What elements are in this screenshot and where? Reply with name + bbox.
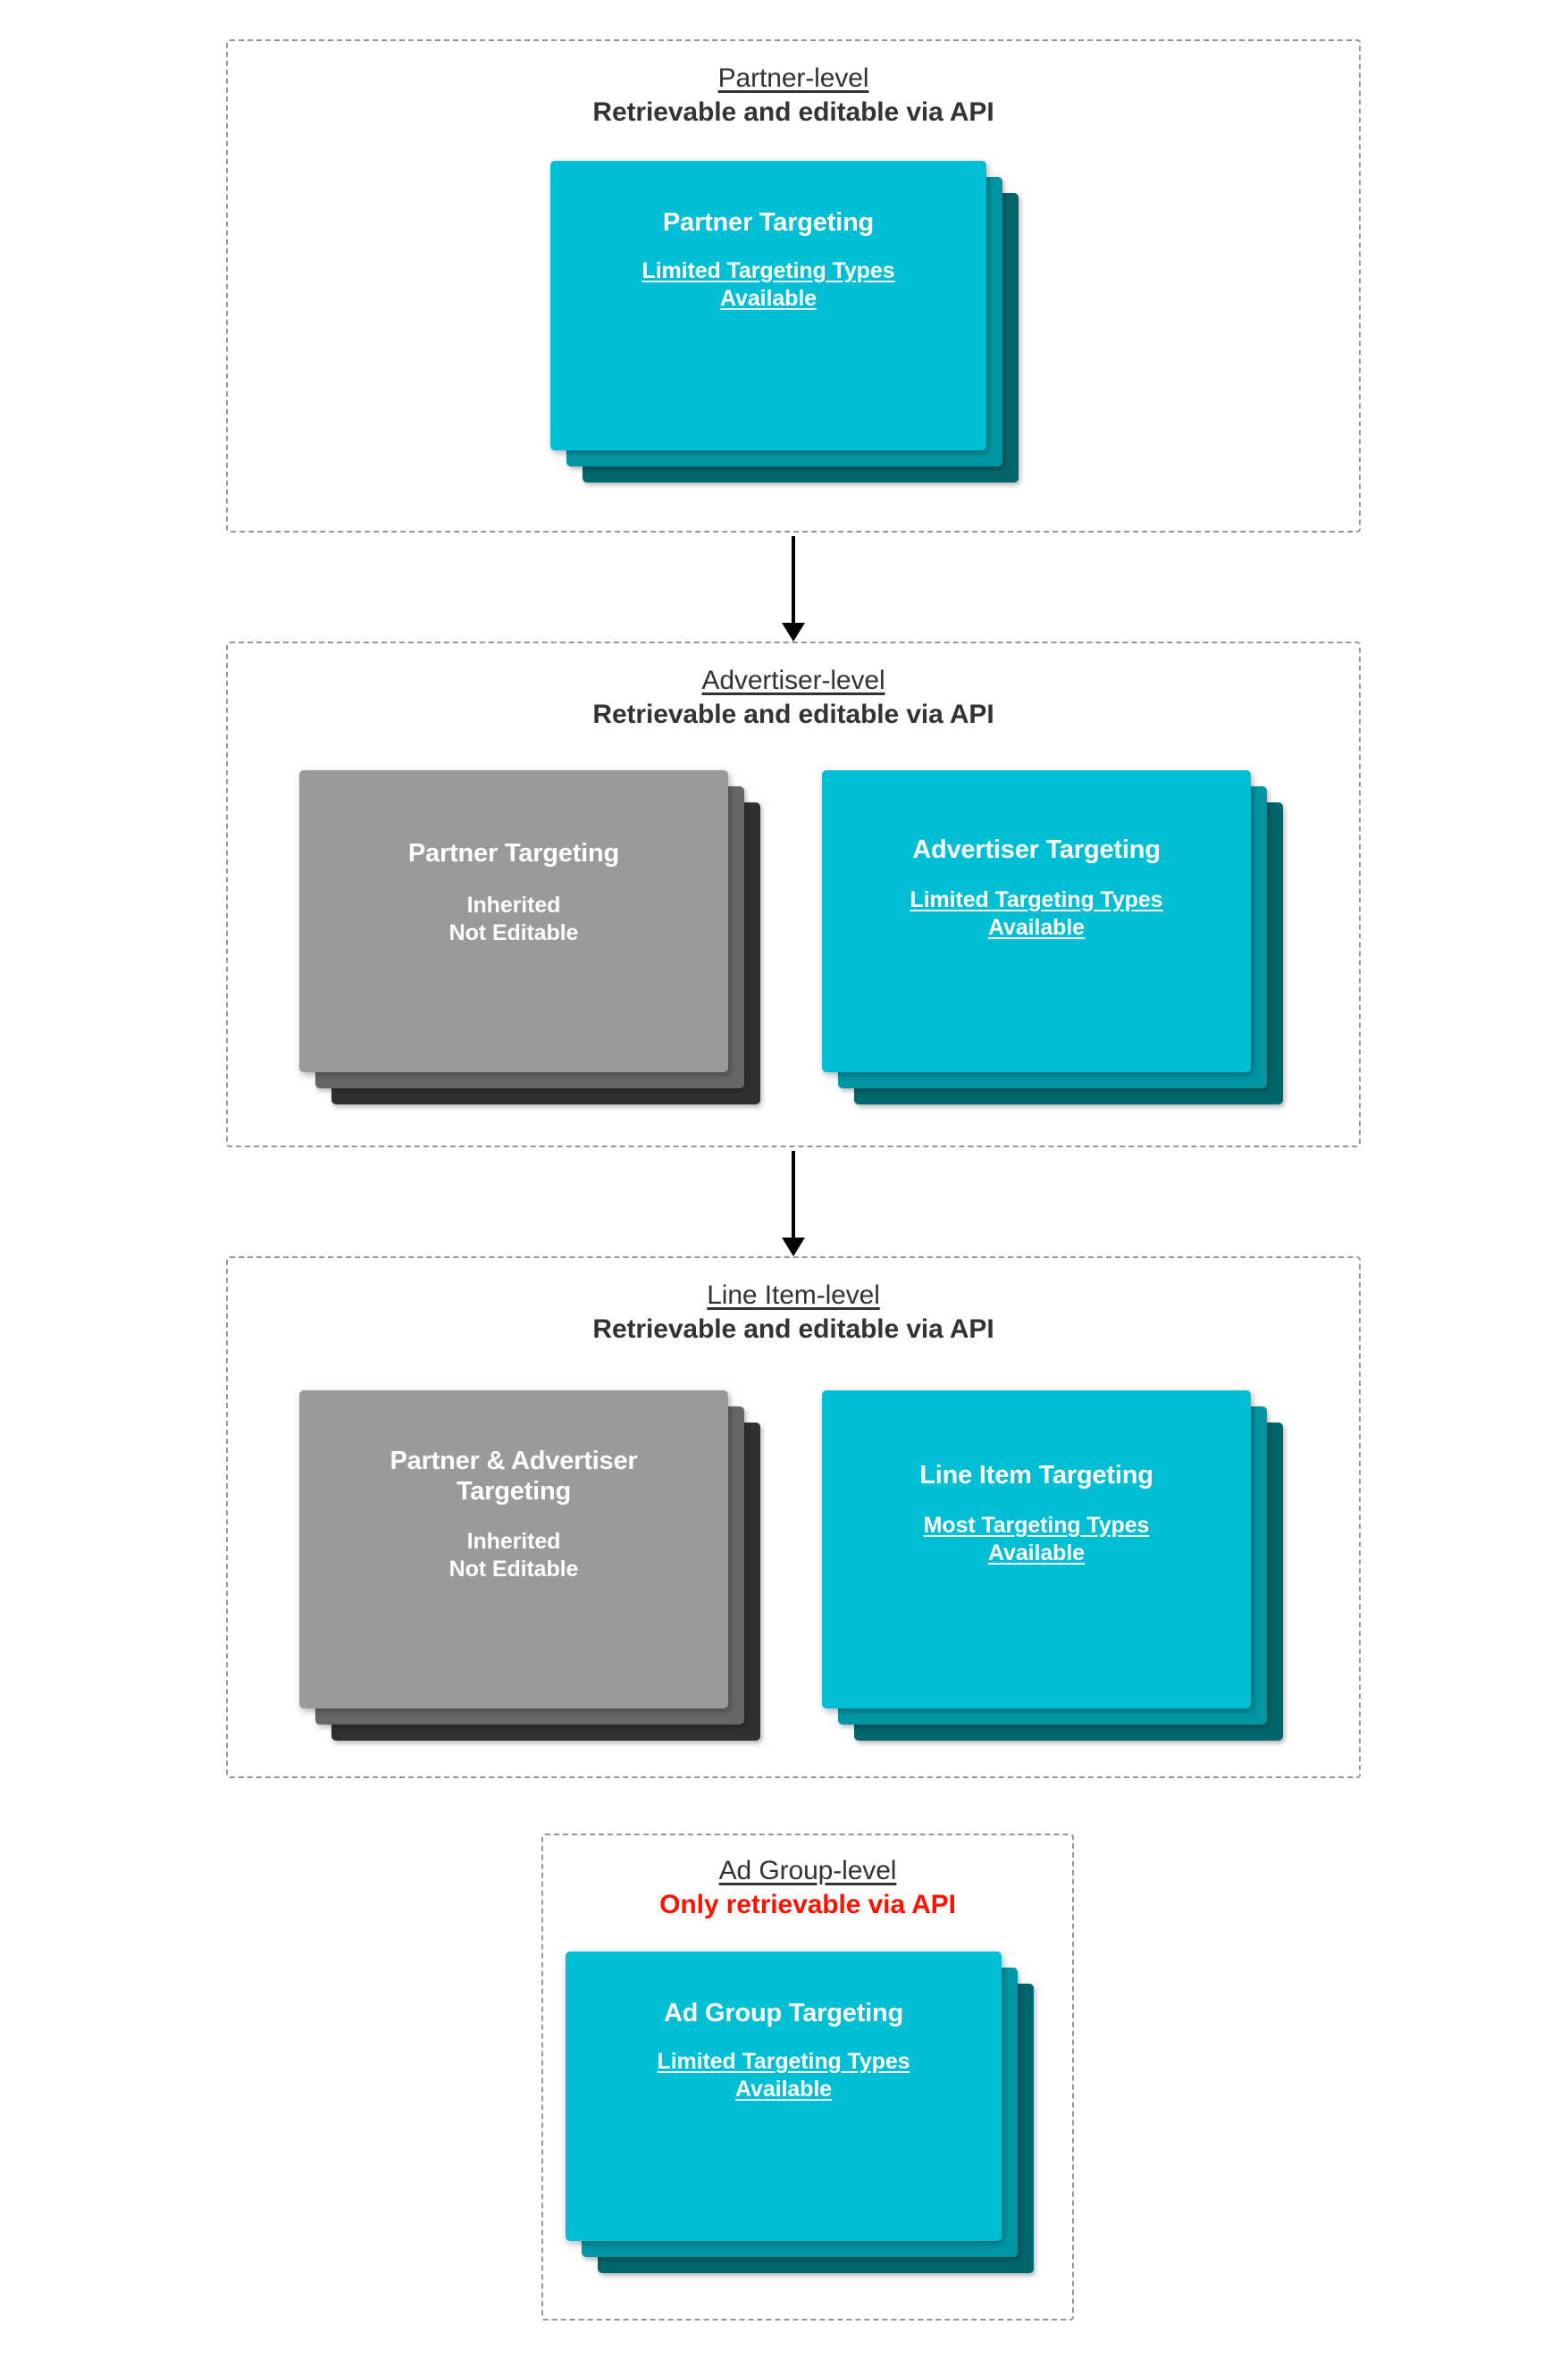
card-heading: Ad Group Targeting [663, 1999, 904, 2027]
connector-arrowhead [782, 1238, 805, 1256]
card-heading-line-1: Partner & Advertiser [390, 1447, 638, 1475]
level-title-ad-group: Ad Group-level [718, 1856, 897, 1885]
card-stack-ad-group-targeting[interactable]: Ad Group Targeting Limited Targeting Typ… [566, 1952, 1034, 2273]
card-note-line-1: Inherited [466, 1529, 561, 1555]
connector-arrowhead [782, 623, 805, 642]
level-subtitle-advertiser: Retrievable and editable via API [592, 700, 994, 730]
card-heading: Advertiser Targeting [912, 835, 1161, 864]
card-note-line-2: Not Editable [449, 1556, 579, 1582]
card-layer-front [299, 770, 728, 1072]
card-heading: Line Item Targeting [919, 1461, 1153, 1490]
card-layer-front [566, 1952, 1002, 2241]
card-note-line-1: Inherited [466, 893, 561, 919]
level-group-ad-group: Ad Group-level Only retrievable via API … [541, 1834, 1074, 2321]
card-note-line-1: Limited Targeting Types [641, 258, 895, 284]
level-header-partner: Partner-level Retrievable and editable v… [228, 63, 1359, 129]
card-note-line-1: Limited Targeting Types [657, 2049, 910, 2075]
level-group-partner: Partner-level Retrievable and editable v… [226, 39, 1361, 533]
level-group-advertiser: Advertiser-level Retrievable and editabl… [226, 642, 1361, 1147]
level-header-advertiser: Advertiser-level Retrievable and editabl… [228, 665, 1359, 731]
card-stack-partner-targeting[interactable]: Partner Targeting Limited Targeting Type… [550, 161, 1019, 483]
card-stack-inherited-partner-targeting[interactable]: Partner Targeting Inherited Not Editable [299, 770, 760, 1104]
level-group-line-item: Line Item-level Retrievable and editable… [226, 1256, 1361, 1778]
connector-advertiser-to-line-item [776, 1151, 811, 1256]
level-title-line-item: Line Item-level [707, 1280, 880, 1310]
card-body-inherited-partner-targeting: Partner Targeting Inherited Not Editable [299, 838, 728, 946]
card-stack-advertiser-targeting[interactable]: Advertiser Targeting Limited Targeting T… [822, 770, 1283, 1104]
level-subtitle-partner: Retrievable and editable via API [592, 97, 994, 128]
level-header-ad-group: Ad Group-level Only retrievable via API [543, 1855, 1072, 1921]
card-layer-front [822, 1390, 1251, 1708]
connector-shaft [792, 1151, 795, 1238]
card-body-inherited-partner-advertiser-targeting: Partner & Advertiser Targeting Inherited… [299, 1446, 728, 1582]
card-note-line-1: Limited Targeting Types [910, 887, 1163, 913]
card-heading: Partner Targeting [407, 839, 620, 868]
card-note-line-2: Available [735, 2076, 832, 2102]
card-note-line-2: Available [988, 1540, 1085, 1565]
level-subtitle-line-item: Retrievable and editable via API [592, 1314, 994, 1345]
card-stack-inherited-partner-advertiser-targeting[interactable]: Partner & Advertiser Targeting Inherited… [299, 1390, 760, 1741]
card-body-ad-group-targeting: Ad Group Targeting Limited Targeting Typ… [566, 1998, 1002, 2103]
connector-shaft [792, 536, 795, 624]
card-layer-front [299, 1390, 728, 1708]
card-body-advertiser-targeting: Advertiser Targeting Limited Targeting T… [822, 835, 1251, 941]
connector-partner-to-advertiser [776, 536, 811, 642]
card-note-line-1: Most Targeting Types [923, 1513, 1150, 1539]
card-body-line-item-targeting: Line Item Targeting Most Targeting Types… [822, 1460, 1251, 1566]
card-note-line-2: Not Editable [449, 919, 579, 945]
card-heading-line-2: Targeting [456, 1477, 572, 1507]
card-note-line-2: Available [720, 285, 817, 311]
card-stack-line-item-targeting[interactable]: Line Item Targeting Most Targeting Types… [822, 1390, 1283, 1741]
level-title-partner: Partner-level [717, 63, 869, 93]
level-subtitle-ad-group: Only retrievable via API [659, 1890, 956, 1920]
card-note-line-2: Available [988, 914, 1085, 940]
card-layer-front [550, 161, 986, 450]
card-heading: Partner Targeting [662, 208, 875, 237]
card-layer-front [822, 770, 1251, 1072]
level-header-line-item: Line Item-level Retrievable and editable… [228, 1280, 1359, 1346]
card-body-partner-targeting: Partner Targeting Limited Targeting Type… [550, 207, 986, 312]
level-title-advertiser: Advertiser-level [701, 666, 885, 695]
